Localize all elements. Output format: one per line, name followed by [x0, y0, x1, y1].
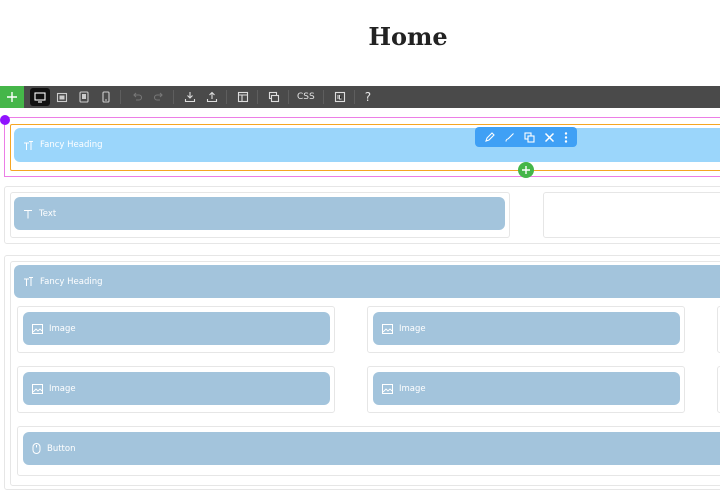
fancy-heading-block[interactable]: Fancy Heading: [14, 128, 720, 162]
page-title: Home: [368, 22, 448, 51]
text-icon: [23, 209, 33, 219]
toolbar-divider: [120, 90, 121, 104]
image-cell: [717, 366, 720, 413]
image-cell: [17, 366, 335, 413]
fancy-heading-block[interactable]: Fancy Heading: [14, 265, 720, 298]
templates-button[interactable]: [264, 88, 284, 106]
mobile-icon: [102, 91, 110, 103]
image-cell: [367, 306, 685, 353]
image-icon: [382, 323, 393, 334]
block-label: Image: [399, 323, 426, 334]
toolbar-divider: [226, 90, 227, 104]
undo-button[interactable]: [127, 88, 147, 106]
help-button[interactable]: ?: [364, 90, 372, 104]
image-icon: [382, 383, 393, 394]
brush-icon[interactable]: [504, 132, 515, 143]
mobile-view-button[interactable]: [96, 88, 116, 106]
toolbar-divider: [322, 90, 324, 104]
tablet-icon: [79, 91, 89, 103]
laptop-icon: [56, 92, 68, 102]
redo-button[interactable]: [149, 88, 169, 106]
more-vertical-icon[interactable]: [564, 131, 568, 143]
add-element-button[interactable]: [0, 86, 24, 108]
add-block-below-button[interactable]: [518, 162, 534, 178]
image-icon: [32, 323, 43, 334]
section-selection-outline: [4, 117, 720, 177]
empty-column[interactable]: [543, 192, 720, 238]
column-container: [10, 192, 510, 238]
plus-icon: [522, 166, 530, 174]
toolbar-divider: [288, 90, 289, 104]
element-floating-toolbar: [475, 127, 577, 147]
export-button[interactable]: [202, 88, 222, 106]
selection-handle[interactable]: [0, 115, 10, 125]
image-cell: [717, 306, 720, 353]
block-label: Image: [49, 383, 76, 394]
button-block[interactable]: Button: [23, 432, 720, 465]
block-label: Image: [49, 323, 76, 334]
image-cell: [17, 306, 335, 353]
mouse-pointer-icon: [32, 443, 41, 454]
text-block[interactable]: Text: [14, 197, 505, 230]
close-icon[interactable]: [544, 132, 555, 143]
import-button[interactable]: [180, 88, 200, 106]
copy-icon: [268, 91, 280, 103]
plus-icon: [7, 92, 17, 102]
image-cell: [367, 366, 685, 413]
upload-icon: [206, 91, 218, 103]
tablet-view-button[interactable]: [74, 88, 94, 106]
section-container: [4, 186, 720, 244]
toolbar-divider: [353, 90, 355, 104]
layout-button[interactable]: [233, 88, 253, 106]
layout-icon: [237, 91, 249, 103]
css-button[interactable]: CSS: [297, 92, 315, 102]
image-block[interactable]: Image: [373, 312, 680, 345]
element-selection-outline: [10, 124, 720, 171]
block-label: Fancy Heading: [40, 276, 103, 287]
image-block[interactable]: Image: [23, 372, 330, 405]
heading-icon: [23, 276, 34, 287]
download-icon: [184, 92, 196, 103]
code-icon: [334, 91, 345, 103]
block-label: Fancy Heading: [40, 140, 103, 150]
block-label: Image: [399, 383, 426, 394]
laptop-view-button[interactable]: [52, 88, 72, 106]
edit-icon[interactable]: [484, 131, 495, 143]
image-block[interactable]: Image: [23, 312, 330, 345]
heading-icon: [23, 140, 34, 151]
undo-icon: [133, 92, 143, 101]
desktop-view-button[interactable]: [30, 88, 50, 106]
toolbar-divider: [173, 90, 174, 104]
redo-icon: [153, 92, 163, 101]
button-cell: [17, 426, 720, 476]
block-label: Text: [39, 208, 57, 219]
desktop-icon: [34, 91, 46, 103]
block-label: Button: [47, 443, 76, 454]
toolbar-divider: [257, 90, 258, 104]
editor-toolbar: CSS ?: [0, 86, 720, 108]
image-icon: [32, 383, 43, 394]
image-block[interactable]: Image: [373, 372, 680, 405]
duplicate-icon[interactable]: [524, 131, 535, 143]
code-button[interactable]: [330, 88, 350, 106]
